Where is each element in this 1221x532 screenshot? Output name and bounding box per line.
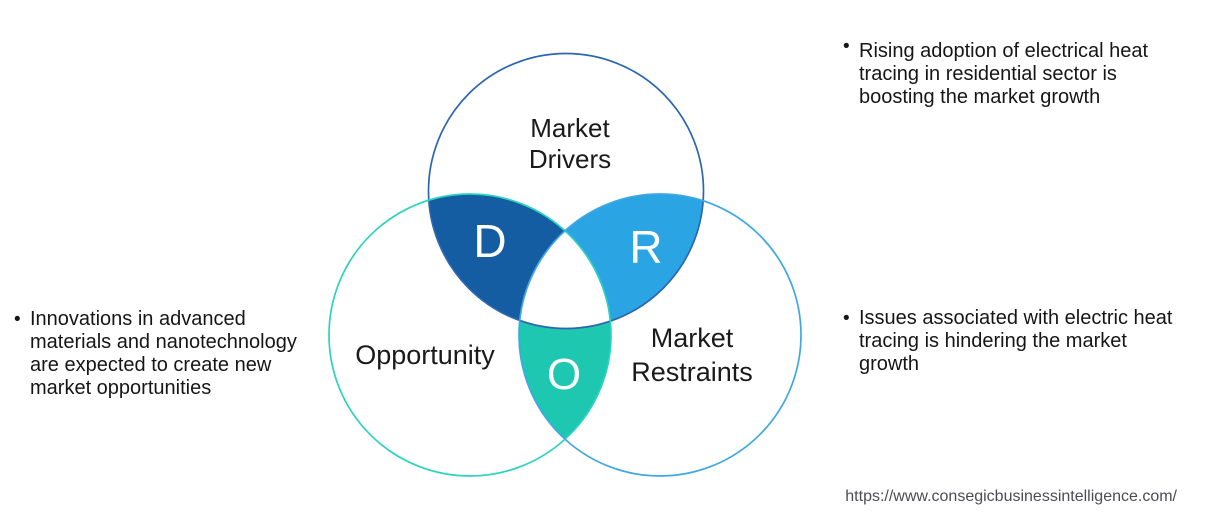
restraints-label-line1: Market — [651, 323, 734, 353]
bullet-text-line: boosting the market growth — [859, 86, 1101, 108]
bullet-text-line: Rising adoption of electrical heat — [859, 40, 1149, 62]
bullet-text-line: market opportunities — [30, 377, 212, 399]
bullet-text-line: Innovations in advanced — [30, 308, 246, 330]
restraints-circle-outline — [518, 193, 802, 477]
drivers-overlap-letter: D — [473, 215, 506, 267]
drivers-label-line2: Drivers — [529, 144, 611, 174]
drivers-overlap-fill — [428, 194, 611, 329]
bullet-opportunity-note: • Innovations in advanced materials and … — [14, 308, 297, 400]
bullet-dot: • — [14, 309, 21, 330]
source-url[interactable]: https://www.consegicbusinessintelligence… — [845, 488, 1177, 505]
triple-overlap-region — [519, 194, 611, 329]
drivers-label-line1: Market — [530, 113, 610, 143]
opportunity-overlap-letter: O — [547, 350, 581, 399]
bullet-dot: • — [843, 308, 850, 329]
bullet-text-line: are expected to create new — [30, 354, 272, 376]
restraints-overlap-fill — [519, 194, 704, 329]
bullet-text-line: growth — [859, 353, 920, 375]
opportunity-label: Opportunity — [355, 340, 495, 370]
restraints-overlap-letter: R — [629, 221, 662, 273]
bullet-text-line: Issues associated with electric heat — [859, 307, 1173, 329]
drivers-restraints-overlap-region — [519, 194, 704, 329]
bullet-text-line: tracing in residential sector is — [859, 63, 1117, 85]
drivers-opportunity-overlap-region — [428, 194, 611, 329]
bullet-dot: • — [843, 36, 850, 57]
bullet-text-line: materials and nanotechnology — [30, 331, 297, 353]
bullet-drivers-note: • Rising adoption of electrical heat tra… — [843, 36, 1149, 109]
opportunity-circle-outline — [328, 193, 612, 477]
triple-overlap-fill — [519, 194, 611, 329]
bullet-text-line: tracing is hindering the market — [859, 330, 1127, 352]
drivers-circle-outline — [427, 52, 705, 330]
bullet-restraints-note: • Issues associated with electric heat t… — [843, 307, 1173, 376]
restraints-label-line2: Restraints — [631, 357, 753, 387]
